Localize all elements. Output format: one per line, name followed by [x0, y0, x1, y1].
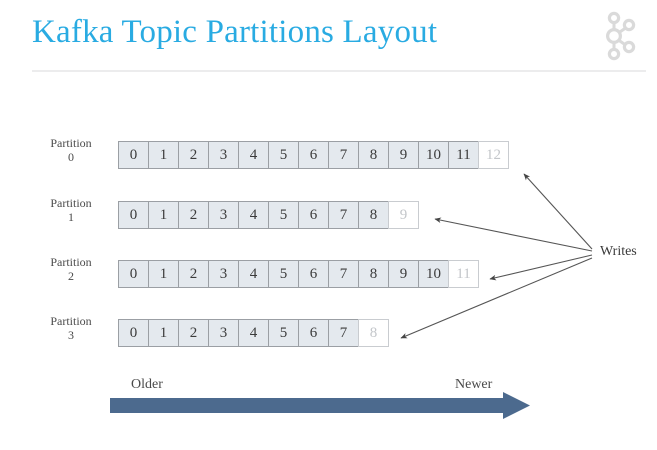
- log-segment-cell[interactable]: 11: [448, 141, 479, 169]
- log-segment-cell[interactable]: 1: [148, 141, 179, 169]
- log-segment-cell[interactable]: 3: [208, 260, 239, 288]
- log-segment-cell[interactable]: 2: [178, 141, 209, 169]
- log-segment-cell[interactable]: 0: [118, 141, 149, 169]
- log-segment-cell[interactable]: 0: [118, 260, 149, 288]
- log-segment-cell[interactable]: 5: [268, 319, 299, 347]
- log-segment-cell[interactable]: 7: [328, 260, 359, 288]
- partition-label-name: Partition: [50, 314, 92, 328]
- newer-label: Newer: [455, 377, 493, 392]
- log-segment-cell[interactable]: 10: [418, 141, 449, 169]
- older-label: Older: [131, 377, 163, 392]
- partition-row-1: 0 1 2 3 4 5 6 7 8 9: [118, 201, 419, 231]
- log-segment-cell[interactable]: 4: [238, 141, 269, 169]
- time-direction-arrow: [110, 392, 530, 419]
- log-segment-cell[interactable]: 9: [388, 141, 419, 169]
- log-segment-cell[interactable]: 4: [238, 201, 269, 229]
- writes-label: Writes: [600, 244, 637, 259]
- log-segment-cell[interactable]: 2: [178, 201, 209, 229]
- log-segment-cell[interactable]: 8: [358, 201, 389, 229]
- partition-label-name: Partition: [50, 196, 92, 210]
- partition-row-0: 0 1 2 3 4 5 6 7 8 9 10 11 12: [118, 141, 509, 171]
- log-segment-cell[interactable]: 7: [328, 201, 359, 229]
- log-segment-cell[interactable]: 1: [148, 319, 179, 347]
- log-segment-cell[interactable]: 5: [268, 141, 299, 169]
- log-segment-cell[interactable]: 6: [298, 260, 329, 288]
- log-segment-cell[interactable]: 5: [268, 260, 299, 288]
- log-segment-cell[interactable]: 2: [178, 260, 209, 288]
- log-segment-cell[interactable]: 4: [238, 260, 269, 288]
- log-segment-cell[interactable]: 3: [208, 319, 239, 347]
- kafka-logo-icon: [595, 10, 639, 62]
- log-segment-cell[interactable]: 4: [238, 319, 269, 347]
- next-write-cell[interactable]: 8: [358, 319, 389, 347]
- log-segment-cell[interactable]: 6: [298, 141, 329, 169]
- partition-label-index: 3: [68, 328, 74, 342]
- page-title: Kafka Topic Partitions Layout: [32, 14, 438, 50]
- partition-label-index: 0: [68, 150, 74, 164]
- partition-label-2: Partition 2: [32, 255, 110, 283]
- log-segment-cell[interactable]: 3: [208, 141, 239, 169]
- log-segment-cell[interactable]: 1: [148, 201, 179, 229]
- next-write-cell[interactable]: 9: [388, 201, 419, 229]
- log-segment-cell[interactable]: 7: [328, 319, 359, 347]
- log-segment-cell[interactable]: 8: [358, 141, 389, 169]
- log-segment-cell[interactable]: 1: [148, 260, 179, 288]
- partition-label-3: Partition 3: [32, 314, 110, 342]
- log-segment-cell[interactable]: 5: [268, 201, 299, 229]
- next-write-cell[interactable]: 11: [448, 260, 479, 288]
- log-segment-cell[interactable]: 0: [118, 201, 149, 229]
- header-divider: [32, 70, 646, 72]
- partition-label-name: Partition: [50, 136, 92, 150]
- log-segment-cell[interactable]: 10: [418, 260, 449, 288]
- log-segment-cell[interactable]: 2: [178, 319, 209, 347]
- partition-row-2: 0 1 2 3 4 5 6 7 8 9 10 11: [118, 260, 479, 290]
- partition-row-3: 0 1 2 3 4 5 6 7 8: [118, 319, 389, 349]
- log-segment-cell[interactable]: 0: [118, 319, 149, 347]
- log-segment-cell[interactable]: 9: [388, 260, 419, 288]
- partition-label-index: 1: [68, 210, 74, 224]
- partition-label-index: 2: [68, 269, 74, 283]
- log-segment-cell[interactable]: 6: [298, 201, 329, 229]
- log-segment-cell[interactable]: 6: [298, 319, 329, 347]
- log-segment-cell[interactable]: 3: [208, 201, 239, 229]
- partition-label-0: Partition 0: [32, 136, 110, 164]
- next-write-cell[interactable]: 12: [478, 141, 509, 169]
- log-segment-cell[interactable]: 8: [358, 260, 389, 288]
- partition-label-1: Partition 1: [32, 196, 110, 224]
- partition-label-name: Partition: [50, 255, 92, 269]
- log-segment-cell[interactable]: 7: [328, 141, 359, 169]
